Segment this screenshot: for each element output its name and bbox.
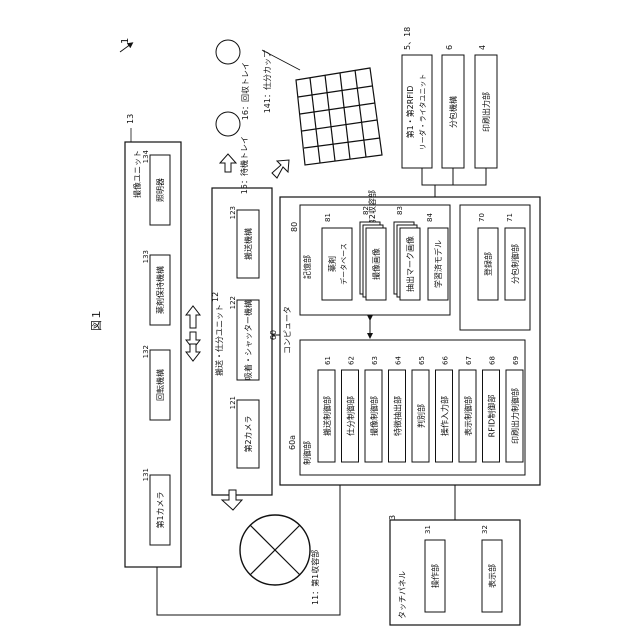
memory-blocks: 薬剤 データベース 81 撮像画像 82 抽出マーク画像 83 学習済モデル 8… (322, 206, 448, 300)
transport-unit-label: 搬送・仕分ユニット (214, 304, 224, 376)
block-83-label: 抽出マーク画像 (405, 236, 415, 292)
touch-panel-blocks: 操作部 31 表示部 32 (424, 525, 502, 612)
first-storage: 11：第1収容部 (240, 515, 320, 605)
device-packaging-label: 分包機構 (448, 96, 458, 128)
recovery-tray-label: 16：回収トレイ (240, 62, 250, 120)
block-68-ref: 68 (489, 356, 497, 365)
hollow-arrow-lower-2 (186, 344, 200, 361)
control-ref: 60a (288, 435, 297, 450)
block-61-ref: 61 (324, 356, 332, 365)
block-81-label-2: データベース (339, 243, 348, 285)
figure-title: 図１ (90, 309, 103, 331)
sorting-cup-grid (296, 68, 382, 165)
first-storage-label: 11：第1収容部 (310, 550, 320, 605)
block-62-label: 仕分制御部 (346, 396, 356, 436)
block-132-label: 回転機構 (155, 369, 165, 401)
connector-devices (422, 168, 486, 185)
right-group-blocks: 登録部 70 分包制御部 71 (478, 213, 525, 300)
imaging-unit-blocks: 第1カメラ 131 回転機構 132 薬剤保持機構 133 照明器 134 (142, 149, 170, 545)
block-133-label: 薬剤保持機構 (155, 266, 165, 314)
block-123-ref: 123 (229, 206, 237, 219)
block-121-ref: 121 (229, 396, 237, 409)
block-69-ref: 69 (512, 356, 520, 365)
block-61-label: 搬送制御部 (322, 396, 332, 436)
device-packaging-ref: 6 (445, 45, 454, 50)
block-65-ref: 65 (418, 356, 426, 365)
block-69-label: 印刷出力制御部 (510, 388, 520, 444)
device-rfid-label-1: 第1・第2RFID (405, 86, 415, 139)
block-64-ref: 64 (395, 356, 403, 365)
block-71-label: 分包制御部 (510, 244, 520, 284)
block-134-ref: 134 (142, 149, 150, 163)
block-81-ref: 81 (324, 213, 332, 222)
imaging-unit-frame (125, 142, 181, 567)
block-82-ref: 82 (362, 206, 370, 215)
touch-panel-label: タッチパネル (398, 571, 407, 619)
imaging-unit-ref: 13 (126, 114, 135, 124)
block-123-label: 搬送機構 (243, 228, 253, 260)
control-blocks: 搬送制御部 61 仕分制御部 62 撮像制御部 63 特徴抽出部 64 判別部 65 操作入力部 66… (318, 356, 523, 462)
touch-panel-frame (390, 520, 520, 625)
block-122-ref: 122 (229, 296, 237, 309)
waiting-tray: 15：待機トレイ (216, 112, 249, 194)
block-122-label: 吸着・シャッター機構 (243, 300, 253, 380)
touch-panel-ref: 3 (388, 515, 397, 520)
hollow-arrow-to-storage-2 (272, 160, 289, 178)
block-66-ref: 66 (442, 356, 450, 365)
block-31-ref: 31 (424, 525, 432, 534)
system-ref: 1 (120, 38, 131, 44)
transport-unit-blocks: 第2カメラ 121 吸着・シャッター機構 122 搬送機構 123 (229, 206, 259, 468)
memory-label: 記憶部 (302, 255, 312, 279)
block-32-ref: 32 (481, 525, 489, 534)
hollow-arrows-imaging-transport (186, 306, 200, 361)
device-rfid-ref: 5、18 (403, 27, 412, 50)
block-132-ref: 132 (142, 345, 150, 358)
block-65-label: 判別部 (416, 404, 426, 428)
block-82-label: 撮像画像 (371, 248, 381, 280)
control-label: 制御部 (302, 441, 312, 465)
recovery-tray-circle (216, 40, 240, 64)
block-131-label: 第1カメラ (155, 491, 165, 528)
block-67-ref: 67 (465, 356, 473, 365)
recovery-tray: 16：回収トレイ (216, 40, 250, 120)
block-81-label-1: 薬剤 (327, 256, 337, 272)
block-71-ref: 71 (506, 213, 514, 222)
hollow-arrow-to-storage-1 (222, 490, 242, 510)
external-devices: 第1・第2RFID リーダ・ライタユニット 5、18 分包機構 6 印刷出力部 … (402, 27, 497, 197)
block-70-ref: 70 (478, 213, 486, 222)
device-print-label: 印刷出力部 (481, 92, 491, 132)
block-31-label: 操作部 (430, 564, 440, 588)
block-70-label: 登録部 (483, 252, 493, 276)
block-63-ref: 63 (371, 356, 379, 365)
block-64-label: 特徴抽出部 (393, 396, 403, 436)
block-133-ref: 133 (142, 250, 150, 263)
system-ref-leader (120, 44, 131, 52)
block-66-label: 操作入力部 (440, 396, 450, 436)
block-68-label: RFID制御部 (487, 395, 497, 438)
device-print-ref: 4 (478, 45, 487, 50)
block-32-label: 表示部 (487, 564, 497, 588)
transport-unit-ref: 12 (211, 292, 220, 302)
waiting-tray-circle (216, 112, 240, 136)
block-84-label: 学習済モデル (433, 240, 443, 288)
block-131-ref: 131 (142, 468, 150, 481)
device-rfid-label-2: リーダ・ライタユニット (418, 74, 427, 151)
sorting-cup-label: 141：仕分カップ (262, 50, 272, 113)
waiting-tray-label: 15：待機トレイ (239, 136, 249, 194)
block-63-label: 撮像制御部 (369, 396, 379, 436)
hollow-arrow-upper (186, 306, 200, 328)
block-134-label: 照明器 (156, 178, 165, 202)
hollow-arrow-to-waiting-tray (220, 154, 236, 172)
imaging-unit-label: 撮像ユニット (132, 150, 142, 198)
block-121-label: 第2カメラ (243, 415, 253, 452)
block-83-ref: 83 (396, 206, 404, 215)
block-84-ref: 84 (426, 213, 434, 222)
block-62-ref: 62 (348, 356, 356, 365)
computer-label: コンピュータ (283, 306, 292, 354)
memory-ref: 80 (290, 222, 299, 232)
block-67-label: 表示制御部 (463, 396, 473, 436)
